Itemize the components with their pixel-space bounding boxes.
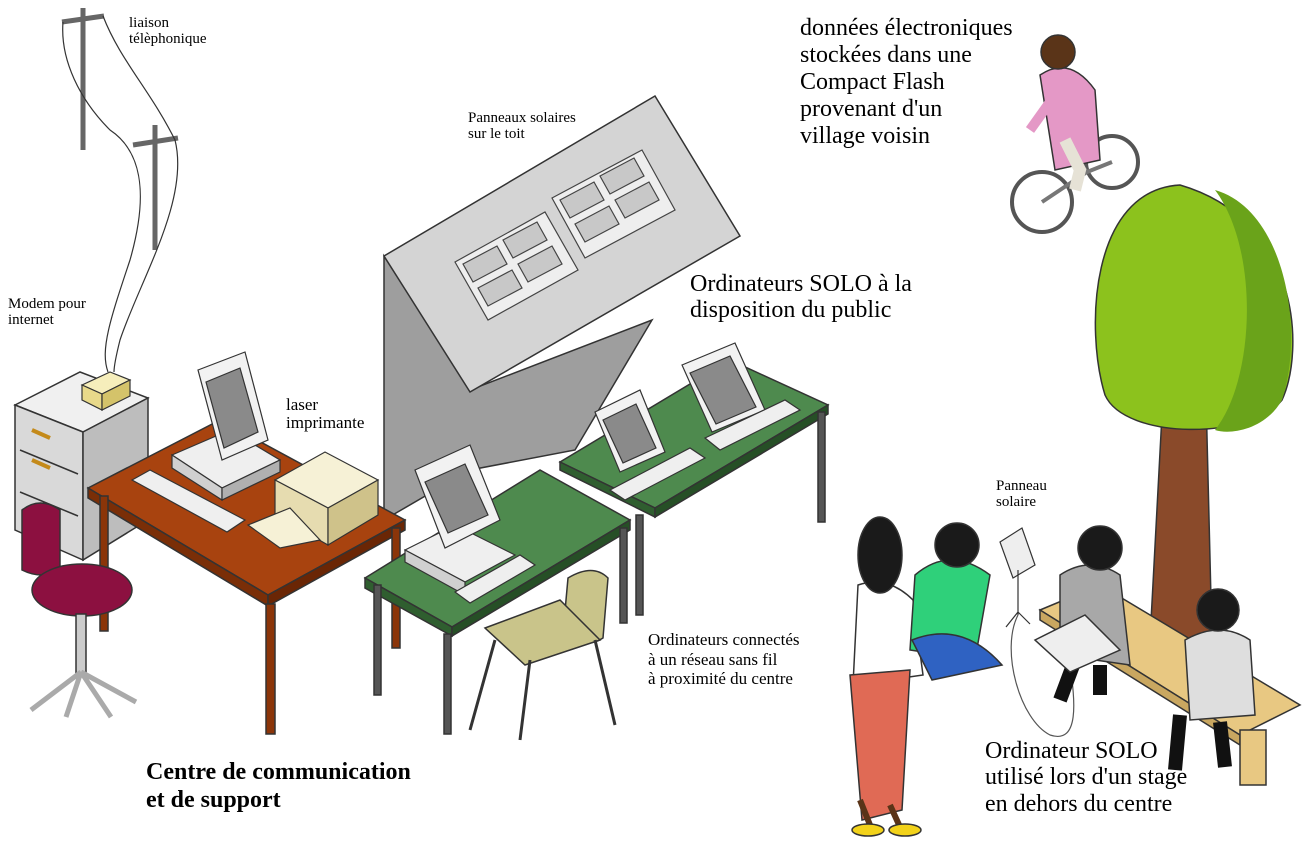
label-outdoor-computer: Ordinateur SOLO utilisé lors d'un stage … — [985, 738, 1188, 817]
label-modem: Modem pour internet — [8, 296, 86, 329]
telephone-poles — [61, 8, 179, 250]
modem — [80, 371, 132, 411]
label-printer: laser imprimante — [286, 395, 365, 433]
green-table-desktop — [403, 444, 537, 604]
label-solar-panel: Panneau solaire — [996, 478, 1047, 511]
solo-tablets — [594, 342, 802, 501]
green-chair — [468, 569, 617, 741]
desktop-computer — [130, 351, 282, 533]
label-solar-roof: Panneaux solaires sur le toit — [468, 110, 576, 143]
label-wireless-computers: Ordinateurs connectés à un réseau sans f… — [648, 630, 800, 689]
roof-solar-panels — [454, 149, 676, 321]
tree — [1094, 184, 1294, 641]
stool — [21, 502, 138, 719]
label-center: Centre de communication et de support — [146, 759, 411, 814]
people — [849, 516, 1256, 837]
green-table-back — [558, 359, 830, 616]
telephone-wires — [62, 15, 179, 373]
label-flash-data: données électroniques stockées dans une … — [800, 15, 1013, 150]
label-phone-line: liaison télèphonique — [129, 15, 207, 48]
label-public-computers: Ordinateurs SOLO à la disposition du pub… — [690, 271, 912, 323]
outdoor-solar-panel — [999, 527, 1075, 738]
laser-printer — [246, 451, 380, 549]
cyclist — [1010, 34, 1140, 234]
